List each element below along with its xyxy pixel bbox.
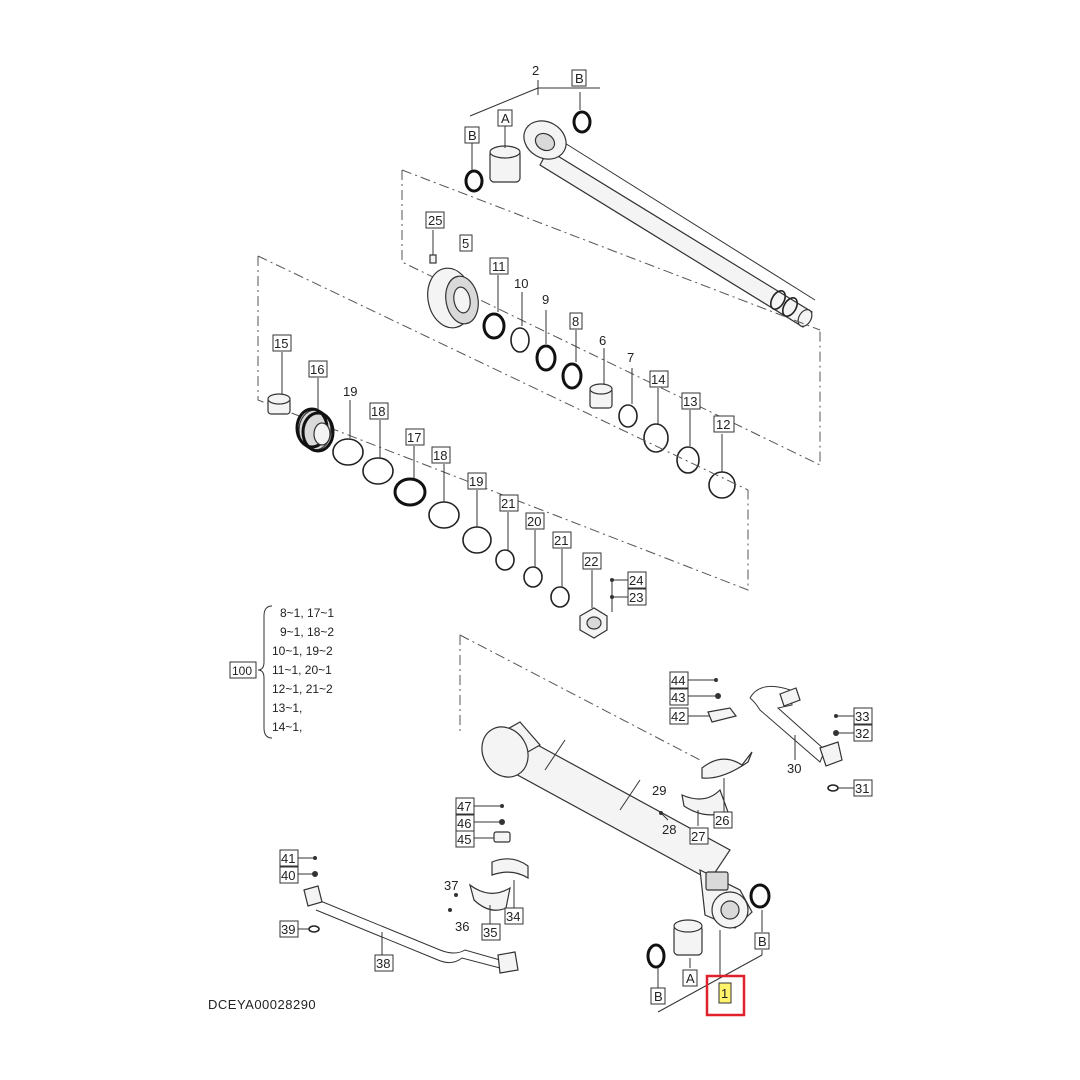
cylinder-tube [481, 721, 753, 929]
callout-12: 12 [716, 417, 730, 432]
callout-37: 37 [444, 878, 458, 893]
callout-43: 43 [671, 690, 685, 705]
ring-8 [561, 362, 583, 390]
callout-2: 2 [532, 63, 539, 78]
ring-15 [267, 393, 291, 415]
clamp-42 [707, 707, 738, 723]
callout-14: 14 [651, 372, 665, 387]
kit-line-6: 13~1, [272, 701, 302, 715]
callout-7: 7 [627, 350, 634, 365]
callout-28: 28 [662, 822, 676, 837]
ring-19a [332, 438, 364, 466]
seal-ring-top-right [572, 110, 592, 134]
kit-line-5: 12~1, 21~2 [272, 682, 333, 696]
ring-12 [708, 471, 736, 499]
ring-21a [495, 549, 515, 571]
callout-15: 15 [274, 336, 288, 351]
callout-34: 34 [506, 909, 520, 924]
callout-44: 44 [671, 673, 685, 688]
callout-a-top: A [501, 111, 510, 126]
callout-25: 25 [428, 213, 442, 228]
callout-36: 36 [455, 919, 469, 934]
callout-23: 23 [629, 590, 643, 605]
callout-30: 30 [787, 761, 801, 776]
callout-19b: 19 [469, 474, 483, 489]
ring-13 [676, 446, 700, 474]
callout-11: 11 [492, 259, 506, 274]
callout-18a: 18 [371, 404, 385, 419]
callout-22: 22 [584, 554, 598, 569]
callout-46: 46 [457, 816, 471, 831]
seal-kit-list: 100 8~1, 17~1 9~1, 18~2 10~1, 19~2 11~1,… [229, 605, 334, 739]
highlight-box [705, 974, 746, 1017]
callout-21a: 21 [501, 496, 515, 511]
diagram-code: DCEYA00028290 [208, 997, 316, 1012]
seal-11 [482, 312, 506, 340]
clamp-26 [701, 751, 753, 779]
ring-9 [535, 344, 557, 372]
bushing-6 [589, 383, 613, 409]
callout-45: 45 [457, 832, 471, 847]
callout-6: 6 [599, 333, 606, 348]
callout-b-bottom-left: B [654, 989, 663, 1004]
callout-b-top-left: B [468, 128, 477, 143]
kit-line-3: 10~1, 19~2 [272, 644, 333, 658]
ring-18a [362, 457, 394, 485]
pipe-38 [315, 899, 501, 969]
ring-21b [550, 586, 570, 608]
callout-b-bottom-right: B [758, 934, 767, 949]
callout-32: 32 [855, 726, 869, 741]
ring-17 [393, 477, 427, 507]
callout-31: 31 [855, 781, 869, 796]
callout-18b: 18 [433, 448, 447, 463]
callout-16: 16 [310, 362, 324, 377]
ring-19b [462, 526, 492, 554]
callout-19a: 19 [343, 384, 357, 399]
kit-line-1: 8~1, 17~1 [280, 606, 334, 620]
bushing-bottom [673, 919, 703, 956]
piston-16 [295, 407, 335, 453]
seal-ring-bottom-left [646, 943, 666, 969]
callout-39: 39 [281, 922, 295, 937]
kit-line-4: 11~1, 20~1 [272, 663, 332, 677]
callout-41: 41 [281, 851, 295, 866]
clamp-27 [681, 788, 729, 816]
clamp-34 [491, 858, 529, 880]
seal-ring-top-left [464, 169, 484, 193]
callout-21b: 21 [554, 533, 568, 548]
callout-a-bottom: A [686, 971, 695, 986]
callout-42: 42 [671, 709, 685, 724]
callout-40: 40 [281, 868, 295, 883]
callout-29: 29 [652, 783, 666, 798]
callout-20: 20 [527, 514, 541, 529]
rod-cover [427, 267, 479, 329]
seal-ring-bottom-right [749, 883, 771, 909]
callout-38: 38 [376, 956, 390, 971]
callout-8: 8 [572, 314, 579, 329]
callout-5: 5 [462, 236, 469, 251]
callout-b-top-right: B [575, 71, 584, 86]
kit-line-7: 14~1, [272, 720, 302, 734]
callout-24: 24 [629, 573, 643, 588]
callout-100: 100 [232, 664, 252, 678]
callout-1: 1 [721, 986, 728, 1001]
callout-9: 9 [542, 292, 549, 307]
callout-27: 27 [691, 829, 705, 844]
callout-47: 47 [457, 799, 471, 814]
ring-7 [618, 404, 638, 428]
ring-14 [643, 423, 669, 453]
piston-rod-assembly [464, 110, 816, 328]
callout-13: 13 [683, 394, 697, 409]
callout-17: 17 [407, 430, 421, 445]
callout-10: 10 [514, 276, 528, 291]
callout-35: 35 [483, 925, 497, 940]
ring-10 [510, 327, 530, 353]
callout-33: 33 [855, 709, 869, 724]
ring-18b [428, 501, 460, 529]
kit-line-2: 9~1, 18~2 [280, 625, 334, 639]
callout-26: 26 [715, 813, 729, 828]
ring-20 [523, 566, 543, 588]
pipe-30 [749, 685, 826, 763]
